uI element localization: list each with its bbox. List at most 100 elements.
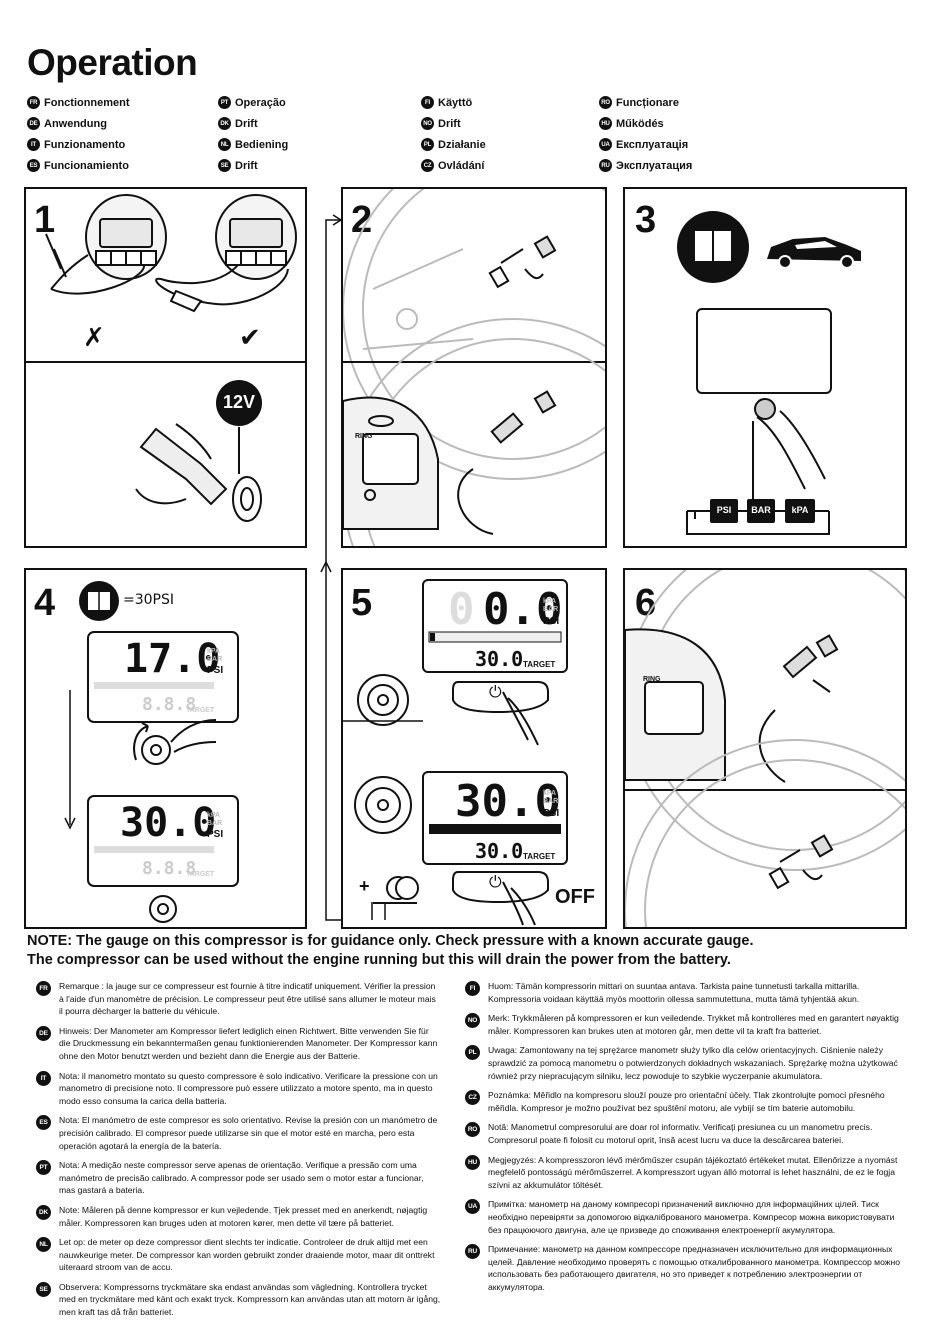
translation-text: Hinweis: Der Manometer am Kompressor lie…: [59, 1025, 438, 1061]
lang-label: Експлуатація: [616, 138, 689, 151]
translation-item: NL Let op: de meter op deze compressor di…: [36, 1236, 441, 1274]
note-line: NOTE: The gauge on this compressor is fo…: [27, 933, 754, 949]
lang-badge: FI: [421, 96, 434, 109]
lang-badge: DE: [27, 117, 40, 130]
lang-badge: UA: [599, 138, 612, 151]
power-icon: ⏻: [489, 874, 502, 891]
lang-badge: ES: [36, 1115, 51, 1131]
lang-badge: HU: [599, 117, 612, 130]
lcd-display: [87, 631, 239, 723]
translation-text: Let op: de meter op deze compressor dien…: [59, 1237, 435, 1273]
translation-text: Megjegyzés: A kompresszoron lévő mérőműs…: [488, 1154, 898, 1190]
lang-badge: PT: [218, 96, 231, 109]
translation-text: Remarque : la jauge sur ce compresseur e…: [59, 981, 436, 1017]
translation-item: DE Hinweis: Der Manometer am Kompressor l…: [36, 1025, 441, 1063]
lang-label: Działanie: [438, 138, 486, 151]
lang-fi: FI Käyttö: [421, 96, 472, 109]
unit-psi: PSI: [716, 505, 732, 515]
lcd-target-reading: 30.0: [475, 647, 524, 671]
lcd-unit-psi: PSI: [207, 665, 224, 676]
lang-label: Funcționare: [616, 96, 679, 109]
translation-text: Merk: Trykkmåleren på kompressoren er ku…: [488, 1013, 899, 1036]
step-number: 3: [635, 199, 657, 241]
lang-label: Эксплуатация: [616, 159, 693, 172]
lang-dk: DK Drift: [218, 117, 258, 130]
lcd-unit-bar: BAR: [543, 606, 559, 613]
step-2-panel: 2 RING: [341, 187, 607, 548]
lang-badge: FR: [36, 981, 51, 996]
step-number: 2: [351, 199, 373, 241]
step-number: 5: [351, 582, 373, 624]
lang-label: Fonctionnement: [44, 96, 130, 109]
lang-label: Funzionamento: [44, 138, 126, 151]
lcd-display: [422, 771, 568, 865]
lang-label: Bediening: [235, 138, 289, 151]
lcd-display: [87, 795, 239, 887]
lcd-unit-psi: PSI: [543, 616, 560, 627]
lang-badge: IT: [27, 138, 40, 151]
plug-icon: [135, 423, 262, 522]
translation-text: Nota: il manometro montato su questo com…: [59, 1070, 438, 1106]
lang-badge: NL: [36, 1237, 51, 1253]
tyre-icon: [354, 776, 419, 904]
valve-icon: [488, 235, 557, 289]
power-button: [452, 871, 549, 926]
power-icon: ⏻: [489, 684, 502, 701]
translation-text: Nota: El manómetro de este compresor es …: [59, 1115, 438, 1151]
step-3-illustration: [677, 211, 861, 535]
lang-label: Drift: [235, 117, 258, 130]
step-4-panel: 4 =30PSI 17.0 kPA BAR PSI 8.8.8 TARGET 3…: [24, 568, 307, 929]
correct-mark: ✔: [239, 322, 261, 352]
compressor-icon: [45, 194, 167, 295]
lang-label: Anwendung: [44, 117, 107, 130]
lang-badge: IT: [36, 1070, 51, 1086]
step-6-illustration: [625, 570, 905, 927]
lang-badge: NO: [465, 1013, 480, 1029]
step-number: 1: [34, 199, 56, 241]
step-1-illustration: [26, 194, 305, 522]
lang-badge: UA: [465, 1199, 480, 1215]
lang-badge: DK: [218, 117, 231, 130]
note: NOTE: The gauge on this compressor is fo…: [27, 932, 917, 970]
lang-badge: DE: [36, 1025, 51, 1041]
lang-badge: RU: [599, 159, 612, 172]
lang-badge: PL: [465, 1045, 480, 1061]
lcd-unit-kpa: kPA: [543, 598, 557, 605]
step-number: 4: [34, 582, 56, 624]
step-number: 6: [635, 582, 657, 624]
compressor-icon: [625, 628, 839, 783]
translation-text: Note: Måleren på denne kompressor er kun…: [59, 1204, 428, 1228]
lang-de: DE Anwendung: [27, 117, 107, 130]
unit-kpa: kPA: [791, 505, 809, 515]
lang-badge: RO: [599, 96, 612, 109]
lcd-target-label: TARGET: [523, 852, 556, 861]
translation-text: Uwaga: Zamontowany na tej sprężarce mano…: [488, 1045, 898, 1081]
brand-logo: RING: [643, 676, 661, 683]
lcd-reading: 30.0: [455, 776, 561, 827]
lang-label: Käyttö: [438, 96, 473, 109]
lcd-ghost-digit: 0: [448, 584, 475, 635]
lang-ro: RO Funcționare: [599, 96, 679, 109]
translation-item: PL Uwaga: Zamontowany na tej sprężarce ma…: [465, 1044, 910, 1082]
manual-icon: [677, 211, 749, 283]
lang-label: Operação: [235, 96, 286, 109]
off-label: OFF: [555, 886, 595, 908]
manual-icon: [79, 581, 119, 621]
lang-badge: CZ: [465, 1090, 480, 1106]
dial-icon: [149, 895, 177, 923]
step-6-panel: 6 RING: [623, 568, 907, 929]
lang-badge: CZ: [421, 159, 434, 172]
translation-item: ES Nota: El manómetro de este compresor e…: [36, 1114, 441, 1152]
translation-text: Observera: Kompressorns tryckmätare ska …: [59, 1281, 441, 1318]
step-4-illustration: [64, 581, 239, 923]
